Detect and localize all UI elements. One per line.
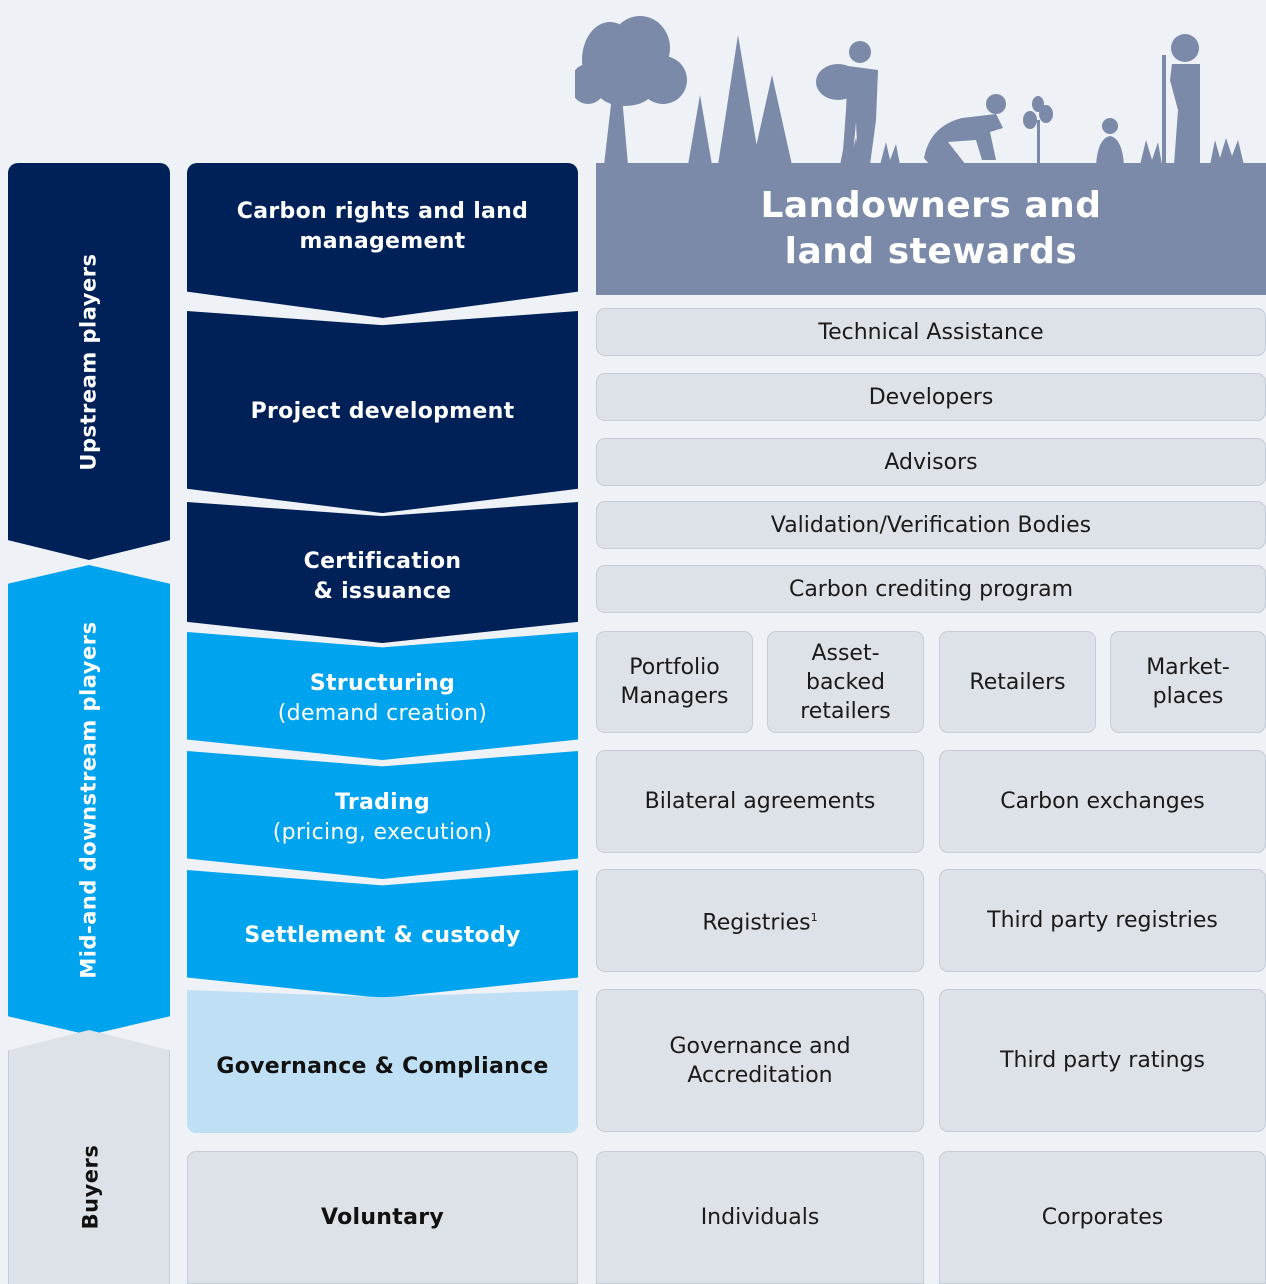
cell-third-party-ratings: Third party ratings [939, 989, 1266, 1132]
person-with-pole-icon [1162, 34, 1200, 165]
upstream-players-bar: Upstream players [8, 163, 170, 560]
cell-crediting-program-label: Carbon crediting program [788, 576, 1074, 602]
cell-crediting-program: Carbon crediting program [596, 565, 1266, 613]
landowners-illustration [575, 16, 1244, 165]
cell-corporates-label: Corporates [1041, 1205, 1164, 1230]
cell-carbon-exchanges-label: Carbon exchanges [1000, 789, 1205, 814]
stage-project-development: Project development [187, 311, 578, 513]
cell-third-party-registries: Third party registries [939, 869, 1266, 972]
stage-trading: Trading (pricing, execution) [187, 751, 578, 879]
stage-structuring-sublabel: (demand creation) [277, 701, 488, 726]
stage-governance-label: Governance & Compliance [216, 1053, 549, 1079]
cell-marketplaces-label: Market- places [1146, 655, 1230, 709]
cell-carbon-exchanges: Carbon exchanges [939, 750, 1266, 853]
buyers-bar: Buyers [8, 1030, 170, 1284]
cell-validation-bodies-label: Validation/Verification Bodies [770, 512, 1092, 538]
midstream-players-bar: Mid-and downstream players [8, 565, 170, 1035]
grass-icon [840, 138, 1244, 165]
stage-settlement: Settlement & custody [187, 870, 578, 998]
cell-retailers-label: Retailers [969, 669, 1066, 695]
cell-individuals-label: Individuals [700, 1205, 820, 1230]
cell-developers: Developers [596, 373, 1266, 421]
stage-trading-label: Trading [334, 790, 431, 815]
cell-portfolio-managers: Portfolio Managers [596, 631, 753, 733]
cell-marketplaces: Market- places [1110, 631, 1266, 733]
cell-technical-assistance-label: Technical Assistance [818, 319, 1044, 345]
landowners-banner: Landowners and land stewards [596, 163, 1266, 295]
stage-voluntary: Voluntary [187, 1151, 578, 1284]
cell-governance-accreditation: Governance and Accreditation [596, 989, 924, 1132]
cell-bilateral-agreements-label: Bilateral agreements [644, 789, 876, 814]
stage-certification: Certification & issuance [187, 502, 578, 643]
stage-structuring-label: Structuring [309, 671, 456, 696]
cell-third-party-registries-label: Third party registries [987, 908, 1218, 933]
stage-structuring: Structuring (demand creation) [187, 632, 578, 760]
registries-footnote-marker: 1 [810, 911, 818, 925]
child-icon [1096, 118, 1124, 165]
stage-voluntary-label: Voluntary [320, 1204, 445, 1230]
buyers-label: Buyers [78, 1144, 102, 1230]
cell-advisors: Advisors [596, 438, 1266, 486]
sapling-icon [1023, 96, 1053, 165]
stage-project-development-label: Project development [250, 399, 515, 424]
cell-registries-label: Registries [702, 910, 811, 936]
landowners-title: Landowners and land stewards [760, 185, 1102, 272]
cell-corporates: Corporates [939, 1151, 1266, 1284]
stage-governance: Governance & Compliance [187, 990, 578, 1133]
stage-carbon-rights-label: Carbon rights and land management [236, 198, 529, 254]
cell-developers-label: Developers [868, 384, 994, 410]
cell-retailers: Retailers [939, 631, 1096, 733]
cell-technical-assistance: Technical Assistance [596, 308, 1266, 356]
midstream-players-label: Mid-and downstream players [77, 621, 102, 979]
cell-asset-backed-retailers-label: Asset- backed retailers [800, 640, 891, 724]
tree-icon [575, 16, 687, 165]
cell-bilateral-agreements: Bilateral agreements [596, 750, 924, 853]
cell-governance-accreditation-label: Governance and Accreditation [669, 1033, 851, 1088]
cell-asset-backed-retailers: Asset- backed retailers [767, 631, 924, 733]
cell-registries: Registries1 [596, 869, 924, 972]
cell-third-party-ratings-label: Third party ratings [1000, 1048, 1205, 1073]
upstream-players-label: Upstream players [77, 252, 102, 471]
stage-certification-label: Certification & issuance [303, 548, 462, 604]
person-carrying-sack-icon [816, 41, 878, 165]
pine-tree-icon [688, 35, 792, 165]
stage-carbon-rights: Carbon rights and land management [187, 163, 578, 318]
cell-advisors-label: Advisors [884, 449, 978, 475]
stage-trading-sublabel: (pricing, execution) [272, 820, 493, 845]
cell-portfolio-managers-label: Portfolio Managers [620, 655, 729, 709]
kneeling-person-icon [924, 94, 1006, 165]
stage-settlement-label: Settlement & custody [244, 923, 521, 948]
cell-individuals: Individuals [596, 1151, 924, 1284]
cell-validation-bodies: Validation/Verification Bodies [596, 501, 1266, 549]
